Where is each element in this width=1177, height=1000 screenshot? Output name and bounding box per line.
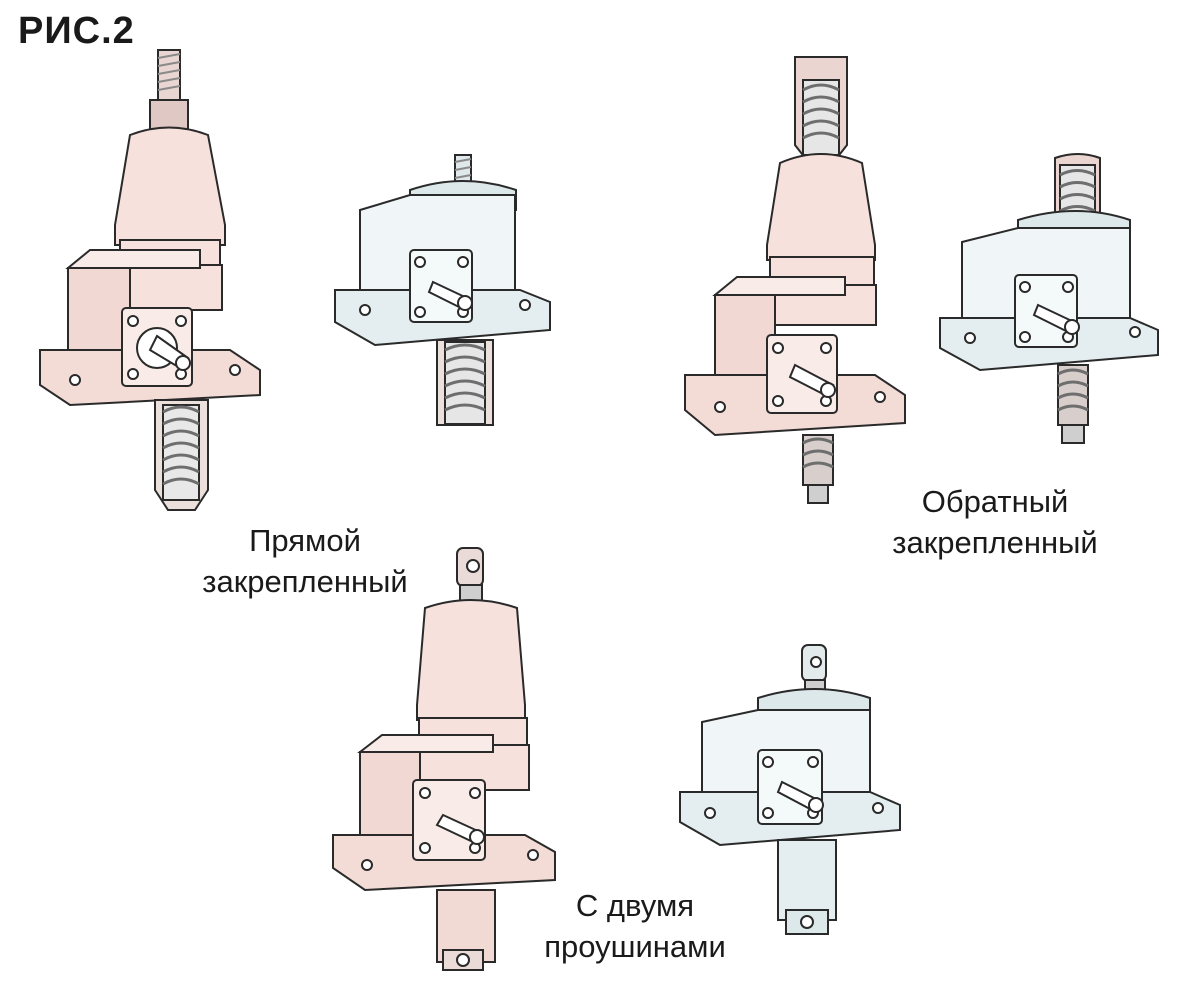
screw-jack-direct-compact <box>325 150 565 445</box>
caption-clevis-line-1: С двумя <box>575 888 695 923</box>
caption-direct-line-2: закрепленный <box>202 564 408 599</box>
caption-reverse-fixed: Обратный закрепленный <box>870 481 1120 563</box>
figure-title: РИС.2 <box>18 10 135 52</box>
screw-jack-reverse-compact <box>930 150 1170 455</box>
caption-reverse-line-1: Обратный <box>921 484 1069 519</box>
caption-direct-fixed: Прямой закрепленный <box>175 520 435 602</box>
caption-direct-line-1: Прямой <box>249 523 361 558</box>
caption-double-clevis: С двумя проушинами <box>520 885 750 967</box>
caption-clevis-line-2: проушинами <box>544 929 726 964</box>
screw-jack-clevis-tall <box>325 540 565 985</box>
screw-jack-clevis-compact <box>670 640 910 965</box>
screw-jack-direct-tall <box>30 40 270 525</box>
caption-reverse-line-2: закрепленный <box>892 525 1098 560</box>
screw-jack-reverse-tall <box>675 45 915 510</box>
